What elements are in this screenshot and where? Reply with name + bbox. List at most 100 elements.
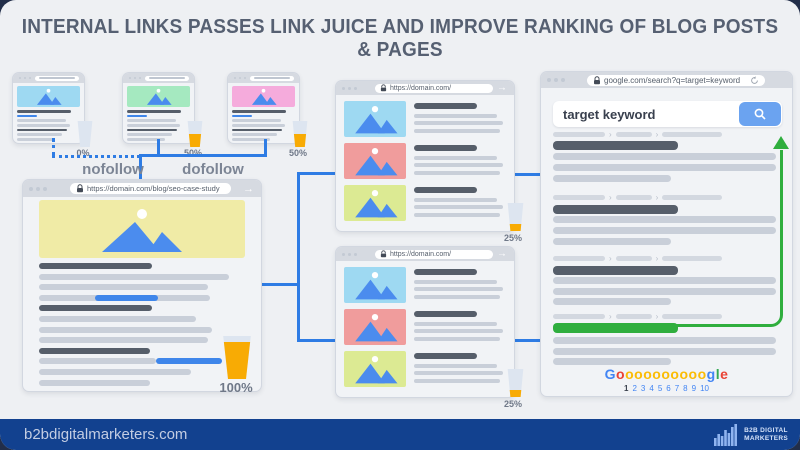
forward-arrow-icon[interactable]: → [243, 182, 254, 195]
address-bar[interactable]: https://domain.com/ [375, 83, 493, 93]
address-bar[interactable] [145, 75, 189, 81]
juice-percent: 25% [503, 399, 522, 409]
post-thumbnail [344, 185, 406, 221]
forward-arrow-icon[interactable]: → [497, 82, 507, 94]
mountain-icon [355, 189, 398, 218]
result-breadcrumb [553, 314, 723, 319]
website-link[interactable]: b2bdigitalmarketers.com [24, 426, 188, 443]
window-dots-icon [19, 77, 31, 79]
browser-chrome [123, 73, 194, 83]
url-text: google.com/search?q=target=keyword [604, 75, 741, 85]
bar-chart-logo-icon [714, 423, 738, 446]
google-serp-window: google.com/search?q=target=keyword targe… [540, 71, 793, 397]
result-snippet [553, 175, 671, 182]
browser-chrome: https://domain.com/ → [336, 81, 514, 95]
url-text: https://domain.com/ [390, 250, 452, 258]
ranking-up-arrow-icon [773, 136, 789, 149]
result-snippet [553, 277, 776, 284]
internal-link-line [262, 283, 300, 286]
mountain-icon [355, 313, 398, 342]
mountain-icon [355, 105, 398, 134]
address-bar[interactable] [35, 75, 79, 81]
post-thumbnail [344, 351, 406, 387]
page-title: INTERNAL LINKS PASSES LINK JUICE AND IMP… [21, 16, 779, 61]
window-dots-icon [234, 77, 246, 79]
google-pagination-logo: Goooooooooogle [604, 366, 729, 382]
result-title[interactable] [553, 141, 678, 150]
post-list-item [344, 309, 506, 345]
page-number[interactable]: 4 [649, 384, 654, 393]
juice-glass-empty [77, 121, 93, 147]
source-page-1: 0% [12, 72, 93, 158]
page-number[interactable]: 7 [674, 384, 680, 393]
mountain-icon [36, 88, 62, 105]
window-dots-icon [29, 186, 47, 191]
mountain-icon [251, 88, 277, 105]
result-snippet [553, 164, 776, 171]
result-breadcrumb [553, 132, 723, 137]
mountain-icon [102, 209, 182, 252]
browser-chrome: google.com/search?q=target=keyword [541, 72, 792, 88]
hero-image [232, 86, 295, 107]
address-bar[interactable] [250, 75, 294, 81]
hero-image [127, 86, 190, 107]
page-number[interactable]: 2 [632, 384, 637, 393]
mountain-icon [355, 355, 398, 384]
juice-glass-half [292, 121, 308, 147]
juice-percent: 50% [288, 148, 307, 158]
lock-icon [380, 84, 387, 92]
result-snippet [553, 358, 671, 365]
browser-chrome [13, 73, 84, 83]
window-dots-icon [342, 86, 357, 90]
post-list-item [344, 351, 506, 387]
address-bar[interactable]: google.com/search?q=target=keyword [587, 74, 765, 86]
post-list-item [344, 143, 506, 179]
dofollow-link-line [139, 154, 267, 157]
forward-arrow-icon[interactable]: → [497, 248, 507, 260]
refresh-icon[interactable] [750, 75, 759, 85]
mountain-icon [355, 271, 398, 300]
source-page-3: 50% [227, 72, 308, 158]
mountain-icon [146, 88, 172, 105]
url-placeholder [39, 77, 75, 79]
internal-link-line [515, 339, 541, 342]
page-number[interactable]: 1 [624, 384, 629, 393]
internal-link-line [297, 339, 336, 342]
dofollow-link-line [264, 139, 267, 156]
juice-percent: 50% [183, 148, 202, 158]
result-title[interactable] [553, 205, 678, 214]
result-snippet [553, 153, 776, 160]
page-number[interactable]: 5 [657, 384, 663, 393]
result-title[interactable] [553, 266, 678, 275]
page-number[interactable]: 8 [683, 384, 688, 393]
lock-icon [594, 75, 600, 84]
lock-icon [380, 250, 387, 258]
address-bar[interactable]: https://domain.com/blog/seo-case-study [70, 183, 231, 194]
page-number[interactable]: 6 [666, 384, 671, 393]
page-number[interactable]: 10 [700, 384, 709, 393]
page-number[interactable]: 3 [640, 384, 646, 393]
dofollow-link-line [139, 154, 142, 181]
window-dots-icon [129, 77, 141, 79]
search-input[interactable]: target keyword [553, 101, 782, 127]
url-text: https://domain.com/ [390, 84, 452, 92]
mountain-icon [355, 147, 398, 176]
result-snippet [553, 348, 776, 355]
page-number[interactable]: 9 [691, 384, 697, 393]
post-thumbnail [344, 309, 406, 345]
browser-chrome: https://domain.com/blog/seo-case-study → [23, 180, 261, 197]
address-bar[interactable]: https://domain.com/ [375, 249, 493, 259]
ranking-result-title[interactable] [553, 323, 678, 333]
dofollow-link-line [157, 139, 160, 156]
result-breadcrumb [553, 195, 723, 200]
post-list-item [344, 101, 506, 137]
result-snippet [553, 288, 776, 295]
hub-page-window-1: https://domain.com/ → 25% [335, 80, 524, 243]
brand-name-line1: B2B DIGITAL [744, 426, 788, 434]
search-button[interactable] [739, 102, 781, 126]
window-dots-icon [342, 252, 357, 256]
result-snippet [553, 227, 776, 234]
post-thumbnail [344, 143, 406, 179]
